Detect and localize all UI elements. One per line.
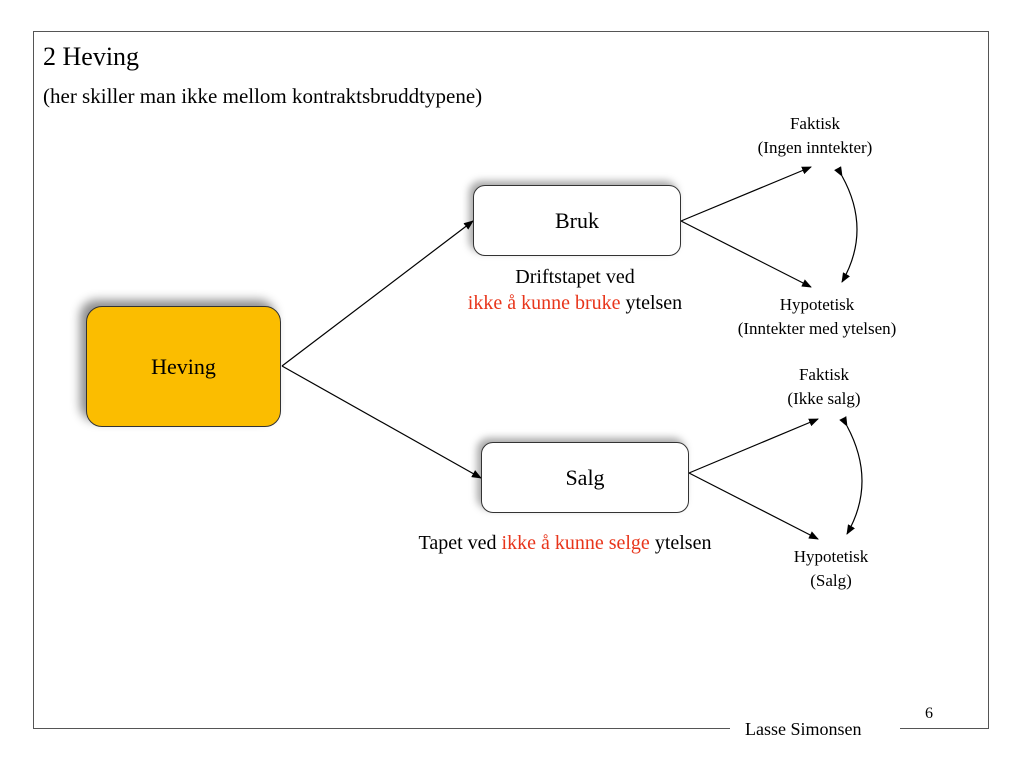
outcome-bruk-faktisk: Faktisk (Ingen inntekter): [730, 112, 900, 160]
page-number: 6: [925, 705, 933, 722]
slide-title: 2 Heving: [43, 42, 140, 71]
node-heving-label: Heving: [151, 353, 216, 379]
outcome-bruk-hypotetisk-title: Hypotetisk: [779, 295, 855, 314]
caption-bruk-rest: ytelsen: [620, 292, 683, 314]
node-salg-label: Salg: [565, 464, 605, 490]
caption-salg-prefix: Tapet ved: [418, 532, 502, 554]
outcome-bruk-hypotetisk-detail: (Inntekter med ytelsen): [737, 319, 897, 338]
node-bruk-label: Bruk: [555, 207, 599, 233]
outcome-salg-hypotetisk-title: Hypotetisk: [793, 547, 869, 566]
outcome-salg-faktisk-detail: (Ikke salg): [787, 389, 861, 408]
slide-frame: [33, 31, 989, 728]
caption-salg-rest: ytelsen: [649, 532, 712, 554]
outcome-bruk-faktisk-detail: (Ingen inntekter): [757, 138, 873, 157]
outcome-salg-faktisk-title: Faktisk: [798, 365, 850, 384]
caption-salg-highlight: ikke å kunne selge: [501, 532, 650, 554]
node-heving: Heving: [86, 306, 281, 427]
outcome-salg-hypotetisk-detail: (Salg): [810, 571, 852, 590]
caption-bruk-line1: Driftstapet ved: [515, 266, 635, 288]
node-salg: Salg: [481, 442, 689, 513]
footer-author: Lasse Simonsen: [745, 719, 862, 739]
caption-bruk: Driftstapet ved ikke å kunne bruke ytels…: [440, 264, 710, 316]
caption-bruk-line2: ikke å kunne bruke ytelsen: [440, 290, 710, 316]
outcome-salg-hypotetisk: Hypotetisk (Salg): [766, 545, 896, 593]
caption-bruk-highlight: ikke å kunne bruke: [467, 292, 621, 314]
footer-rule-right: [900, 728, 989, 729]
slide-subtitle: (her skiller man ikke mellom kontraktsbr…: [43, 84, 483, 108]
outcome-salg-faktisk: Faktisk (Ikke salg): [760, 363, 888, 411]
outcome-bruk-faktisk-title: Faktisk: [789, 114, 841, 133]
caption-salg: Tapet ved ikke å kunne selge ytelsen: [380, 530, 750, 556]
node-bruk: Bruk: [473, 185, 681, 256]
outcome-bruk-hypotetisk: Hypotetisk (Inntekter med ytelsen): [710, 293, 924, 341]
footer-rule-left: [33, 728, 730, 729]
